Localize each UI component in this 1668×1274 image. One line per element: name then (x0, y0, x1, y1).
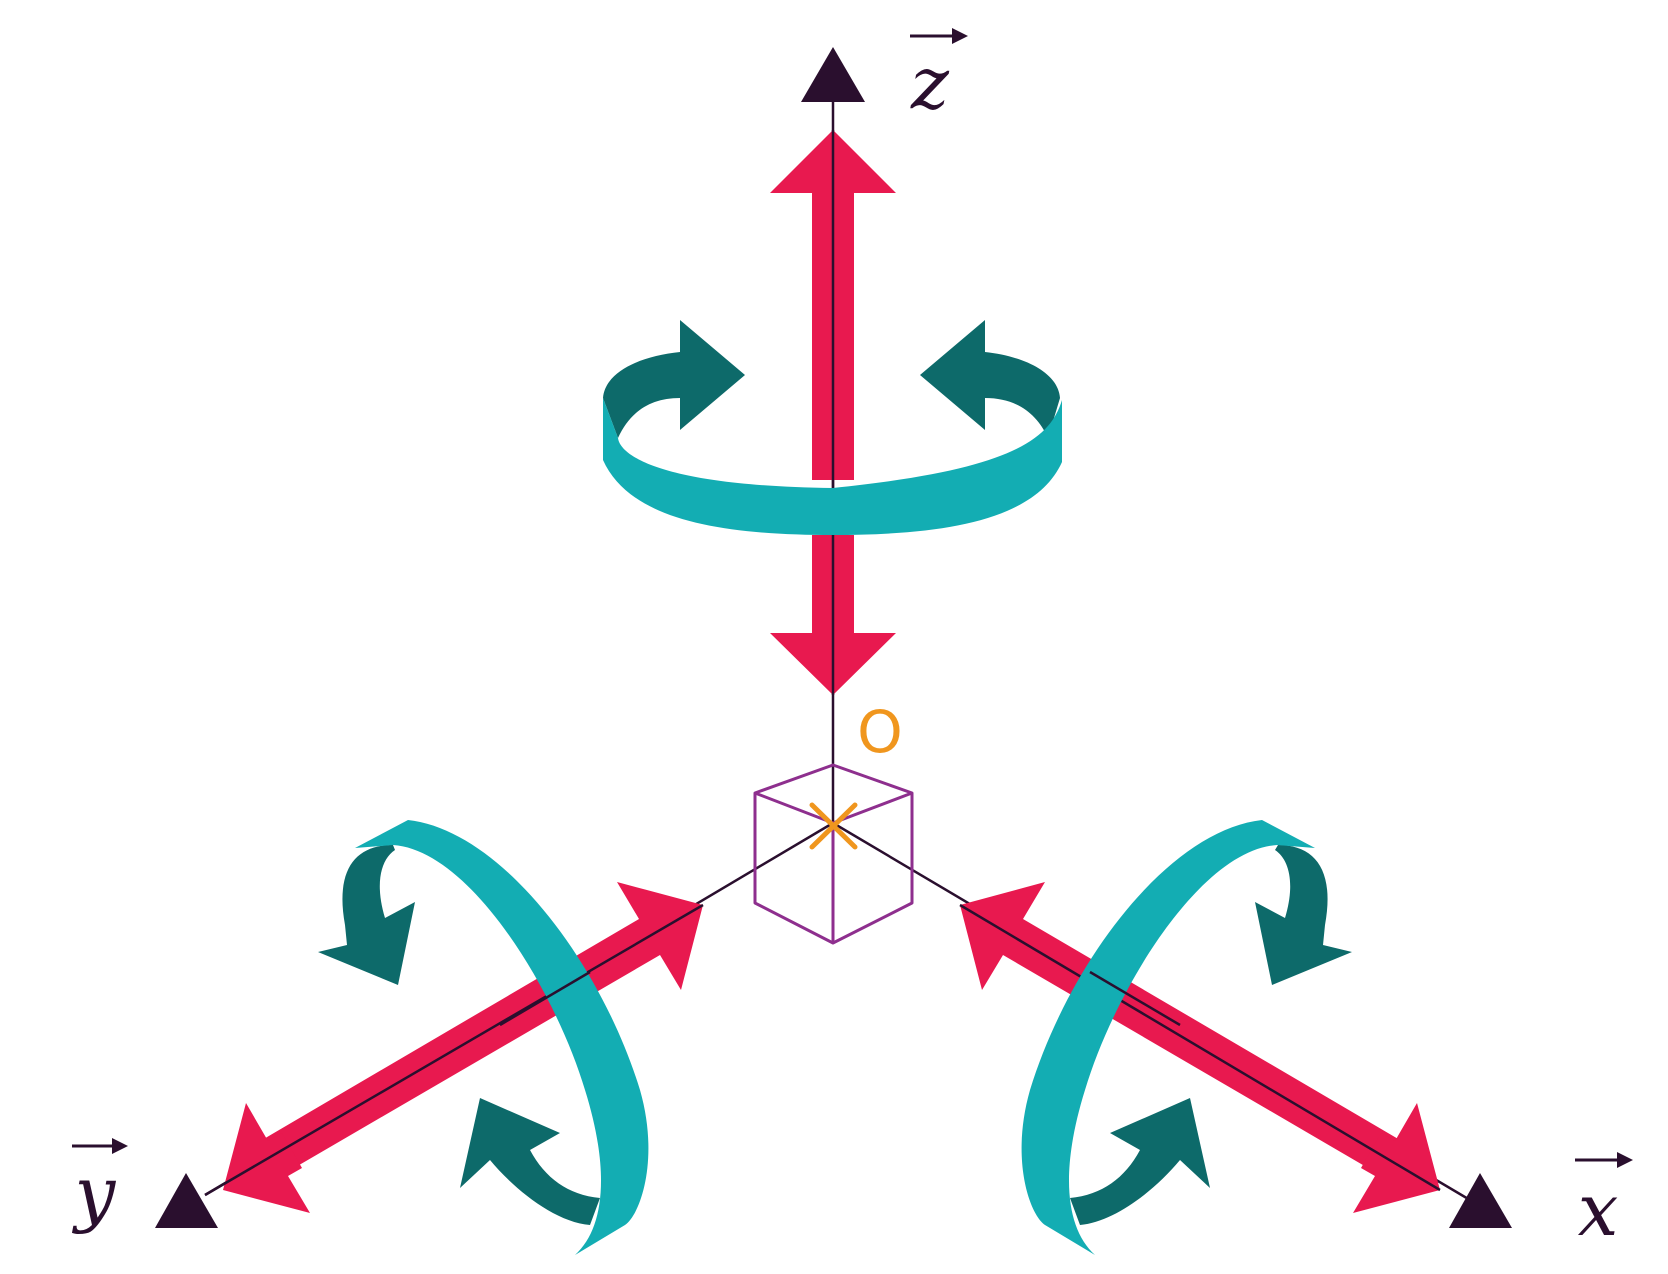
y-rotation-band (318, 820, 649, 1255)
y-axis-label: y (72, 1151, 117, 1235)
z-axis-head-icon (801, 47, 865, 102)
origin-cross-icon (809, 802, 858, 850)
x-axis-label: x (1578, 1168, 1619, 1252)
y-axis-line-over-band (499, 970, 591, 1027)
z-axis-label-group: z (910, 28, 968, 125)
x-translation-head-outer (1353, 1103, 1440, 1213)
y-axis-head-icon (155, 1173, 218, 1228)
z-axis-label: z (910, 41, 950, 125)
y-axis-line-overlay (204, 903, 704, 1197)
x-rotation-curl-top (1255, 845, 1352, 985)
y-translation-head-inner (262, 882, 703, 1175)
x-axis-head-icon (1449, 1173, 1512, 1228)
z-vector-bar-icon (910, 28, 968, 44)
x-vector-bar-icon (1575, 1152, 1633, 1168)
y-rotation-curl-top (318, 845, 415, 985)
z-rotation-curl-right (920, 320, 1060, 438)
y-vector-bar-icon (72, 1138, 128, 1154)
x-axis-label-group: x (1575, 1152, 1633, 1252)
axis-heads (155, 47, 1512, 1228)
x-rotation-band-front (1021, 820, 1315, 1255)
origin-label: O (857, 698, 903, 766)
z-rotation-curl-left (603, 320, 745, 438)
x-rotation-curl-bottom (1070, 1098, 1210, 1225)
y-rotation-curl-bottom (460, 1098, 600, 1225)
z-rotation-band (603, 320, 1062, 535)
x-axis-line-overlay (959, 903, 1441, 1192)
z-rotation-band-front (603, 398, 1062, 535)
y-axis-label-group: y (72, 1138, 128, 1235)
x-axis-line-over-band (1089, 970, 1181, 1027)
x-rotation-band (1021, 820, 1352, 1255)
y-rotation-band-front (355, 820, 649, 1255)
